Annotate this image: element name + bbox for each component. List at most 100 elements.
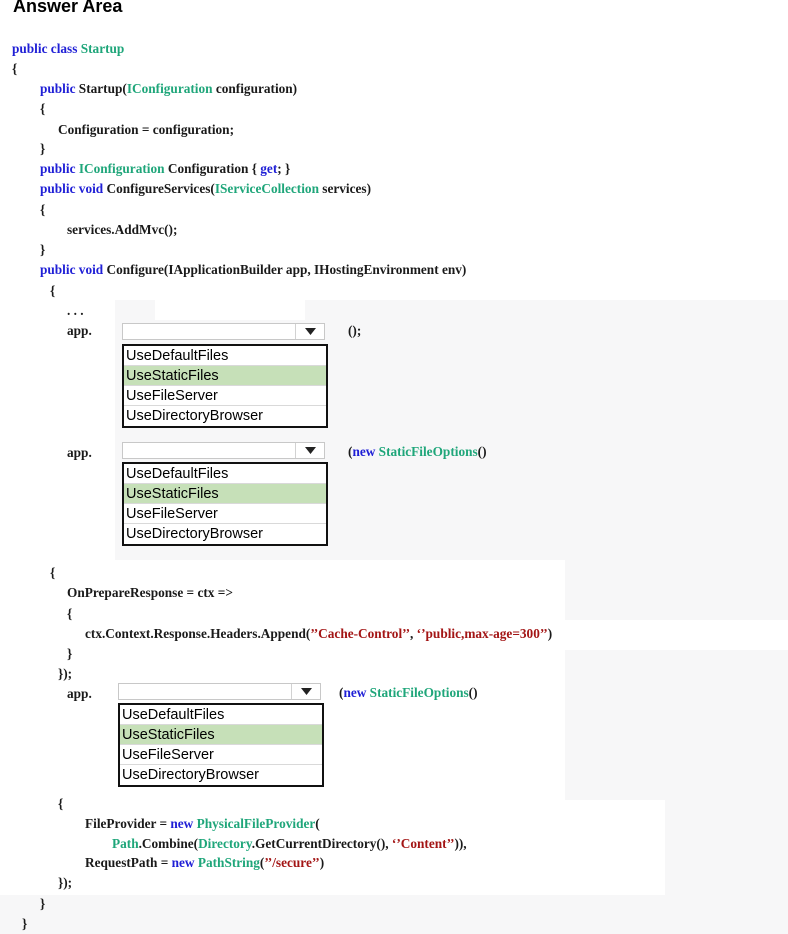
- method-dropdown-3[interactable]: [118, 683, 321, 700]
- type-name: PhysicalFileProvider: [196, 816, 316, 831]
- keyword: public: [40, 81, 76, 96]
- option-use-directory-browser[interactable]: UseDirectoryBrowser: [126, 408, 263, 424]
- app-prefix: app.: [67, 445, 92, 460]
- type-name: StaticFileOptions: [378, 444, 478, 459]
- method-dropdown-1[interactable]: [122, 323, 325, 340]
- option-use-directory-browser[interactable]: UseDirectoryBrowser: [126, 526, 263, 542]
- code-line-close: });: [58, 875, 73, 890]
- option-use-file-server[interactable]: UseFileServer: [124, 386, 326, 406]
- keyword: public: [40, 161, 76, 176]
- code-text: (: [315, 816, 320, 831]
- code-line-class: public class Startup: [12, 39, 124, 59]
- string-literal: ‘’Content’’: [391, 836, 455, 851]
- keyword: public void: [40, 181, 104, 196]
- type-name: Path: [112, 836, 139, 851]
- code-text: services): [318, 181, 372, 196]
- code-line-brace: {: [50, 565, 56, 580]
- chevron-down-icon: [295, 324, 324, 339]
- code-line-property: public IConfiguration Configuration { ge…: [40, 159, 290, 179]
- code-text: )),: [454, 836, 467, 851]
- type-name: IConfiguration: [78, 161, 165, 176]
- type-name: IServiceCollection: [214, 181, 319, 196]
- option-use-directory-browser[interactable]: UseDirectoryBrowser: [122, 767, 259, 783]
- string-literal: ’’Cache-Control’’: [310, 626, 411, 641]
- code-line-brace: }: [40, 896, 46, 911]
- code-text: RequestPath =: [85, 855, 172, 870]
- method-dropdown-2[interactable]: [122, 442, 325, 459]
- type-name: PathString: [197, 855, 260, 870]
- code-line-brace: }: [40, 242, 46, 257]
- type-name: Directory: [198, 836, 252, 851]
- answer-area-title: Answer Area: [13, 0, 123, 16]
- type-name: IConfiguration: [126, 81, 213, 96]
- dropdown-1-options: UseDefaultFiles UseStaticFiles UseFileSe…: [122, 344, 328, 428]
- chevron-down-icon: [295, 443, 324, 458]
- code-text: configuration): [212, 81, 298, 96]
- option-use-default-files[interactable]: UseDefaultFiles: [120, 705, 322, 725]
- code-line-brace: {: [40, 101, 46, 116]
- option-use-static-files[interactable]: UseStaticFiles: [124, 366, 326, 386]
- keyword: public class: [12, 41, 78, 56]
- option-use-default-files[interactable]: UseDefaultFiles: [124, 346, 326, 366]
- type-name: StaticFileOptions: [369, 685, 469, 700]
- option-use-file-server[interactable]: UseFileServer: [120, 745, 322, 765]
- code-text: ): [319, 855, 325, 870]
- code-line-file-provider: FileProvider = new PhysicalFileProvider(: [85, 814, 320, 834]
- code-line-configure-services: public void ConfigureServices(IServiceCo…: [40, 179, 371, 199]
- dropdown-3-options: UseDefaultFiles UseStaticFiles UseFileSe…: [118, 703, 324, 787]
- keyword: public void: [40, 262, 104, 277]
- code-line-assign: Configuration = configuration;: [58, 122, 235, 137]
- code-text: ; }: [277, 161, 291, 176]
- code-text: Startup(: [75, 81, 127, 96]
- option-use-static-files[interactable]: UseStaticFiles: [124, 484, 326, 504]
- app-prefix: app.: [67, 686, 92, 701]
- option-use-default-files[interactable]: UseDefaultFiles: [124, 464, 326, 484]
- code-line-brace: }: [40, 141, 46, 156]
- code-text: ctx.Context.Response.Headers.Append(: [85, 626, 311, 641]
- keyword: new: [171, 855, 195, 870]
- code-line-configure: public void Configure(IApplicationBuilde…: [40, 260, 466, 280]
- option-use-static-files[interactable]: UseStaticFiles: [120, 725, 322, 745]
- code-panel-band: [40, 620, 788, 650]
- code-text: ): [547, 626, 553, 641]
- code-line-on-prepare: OnPrepareResponse = ctx =>: [67, 585, 233, 600]
- code-panel-top: [0, 0, 788, 300]
- code-text: (): [477, 444, 487, 459]
- code-text: ConfigureServices(: [103, 181, 215, 196]
- dropdown-2-options: UseDefaultFiles UseStaticFiles UseFileSe…: [122, 462, 328, 546]
- keyword: new: [170, 816, 194, 831]
- code-line-addmvc: services.AddMvc();: [67, 222, 178, 237]
- code-line-brace: }: [67, 646, 73, 661]
- code-line-header-append: ctx.Context.Response.Headers.Append(’’Ca…: [85, 624, 552, 644]
- code-panel-blank: [155, 300, 305, 320]
- dropdown-1-suffix: ();: [348, 323, 362, 338]
- code-line-close: });: [58, 666, 73, 681]
- code-line-brace: {: [12, 61, 18, 76]
- code-text: .GetCurrentDirectory(),: [251, 836, 392, 851]
- type-name: Startup: [80, 41, 125, 56]
- code-line-brace: {: [50, 283, 56, 298]
- code-line-brace: {: [40, 202, 46, 217]
- dropdown-2-suffix: (new StaticFileOptions(): [348, 444, 487, 459]
- keyword: new: [343, 685, 367, 700]
- option-use-file-server[interactable]: UseFileServer: [124, 504, 326, 524]
- code-text: FileProvider =: [85, 816, 171, 831]
- code-line-ellipsis: . . .: [67, 303, 84, 318]
- keyword: new: [352, 444, 376, 459]
- keyword: get: [260, 161, 278, 176]
- code-text: Configuration {: [164, 161, 261, 176]
- code-text: .Combine(: [138, 836, 199, 851]
- dropdown-3-suffix: (new StaticFileOptions(): [339, 685, 478, 700]
- code-panel-bottom: [0, 800, 665, 895]
- string-literal: ‘’public,max-age=300’’: [416, 626, 548, 641]
- code-line-constructor: public Startup(IConfiguration configurat…: [40, 79, 297, 99]
- code-line-request-path: RequestPath = new PathString(’’/secure’’…: [85, 853, 324, 873]
- code-text: (: [259, 855, 265, 870]
- code-line-path-combine: Path.Combine(Directory.GetCurrentDirecto…: [112, 834, 467, 854]
- code-line-brace: {: [58, 796, 64, 811]
- code-text: (): [468, 685, 478, 700]
- code-text: ,: [410, 626, 417, 641]
- string-literal: ’’/secure’’: [264, 855, 320, 870]
- app-prefix: app.: [67, 323, 92, 338]
- code-line-brace: }: [22, 916, 28, 931]
